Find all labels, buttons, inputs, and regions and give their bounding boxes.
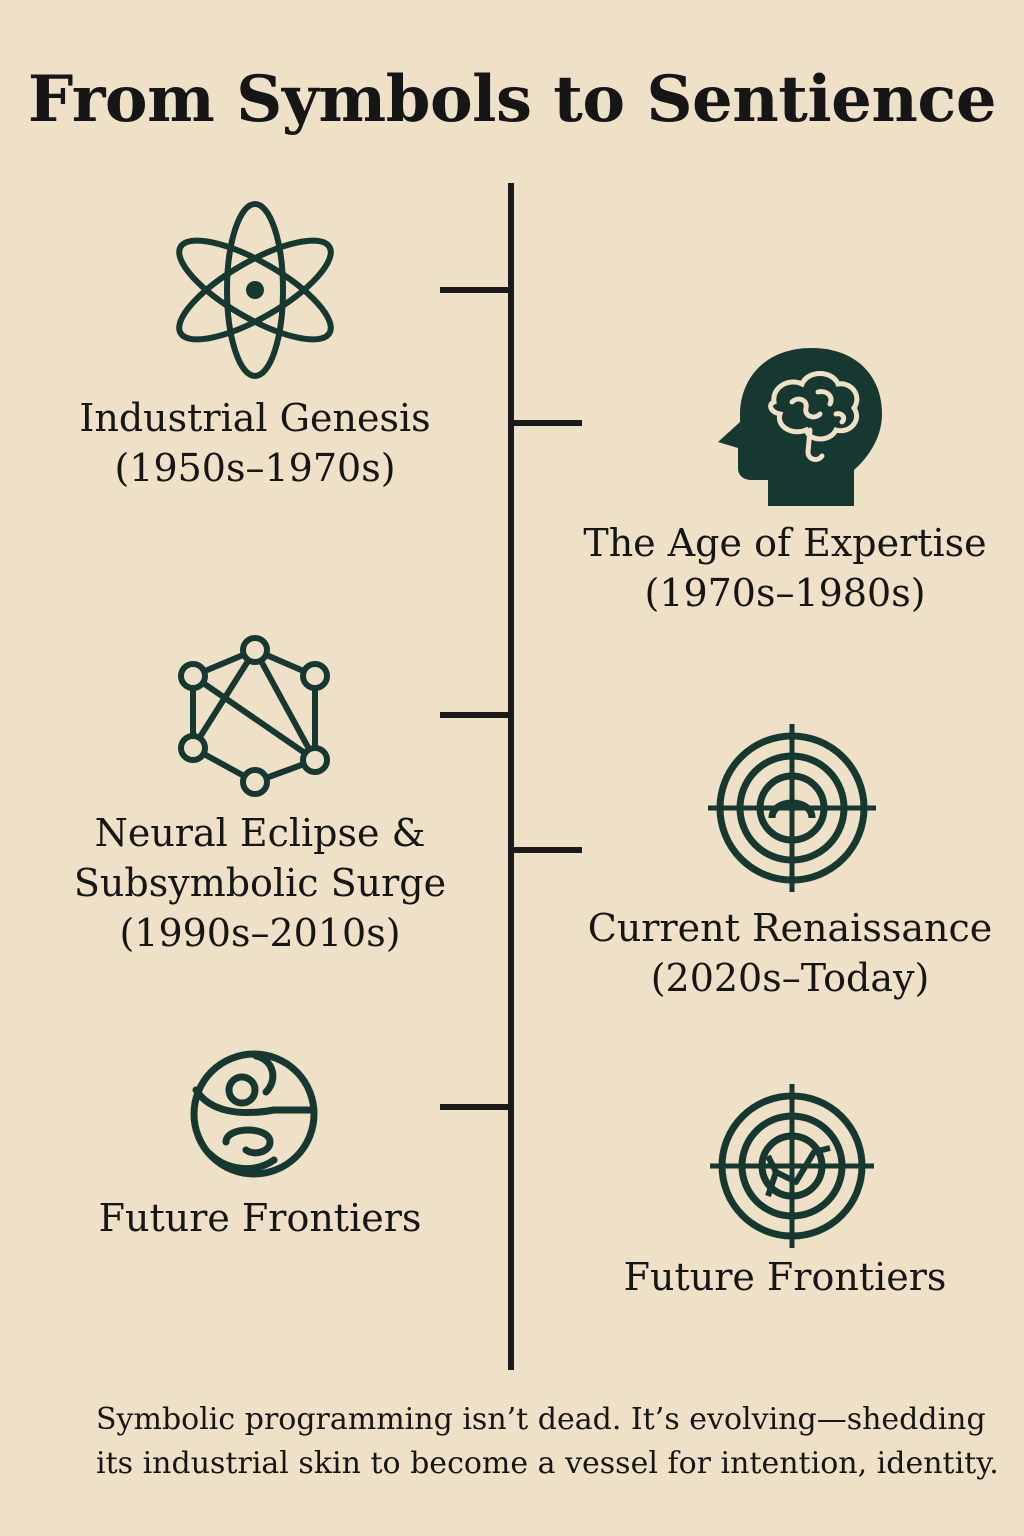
milestone-label-industrial-genesis: Industrial Genesis (1950s–1970s) [40,393,470,493]
timeline-tick-4 [512,847,582,853]
timeline-tick-2 [512,420,582,426]
milestone-period: (1970s–1980s) [644,571,926,615]
footer-line: its industrial skin to become a vessel f… [96,1446,999,1481]
milestone-period: (1990s–2010s) [119,911,401,955]
milestone-title: Subsymbolic Surge [73,861,447,905]
timeline-tick-1 [440,287,510,293]
figure-circle-icon [170,1030,350,1210]
milestone-title: Current Renaissance [587,906,993,950]
milestone-label-current-renaissance: Current Renaissance (2020s–Today) [560,903,1020,1003]
circuit-crosshair-icon [702,1076,882,1256]
target-crosshair-icon [702,718,882,898]
milestone-title: Future Frontiers [98,1196,422,1240]
milestone-title: Future Frontiers [623,1255,947,1299]
brain-head-icon [712,330,892,510]
footer-line: Symbolic programming isn’t dead. It’s ev… [96,1402,986,1437]
timeline-tick-3 [440,712,510,718]
timeline-tick-5 [440,1104,510,1110]
timeline-spine [508,183,514,1370]
page-title: From Symbols to Sentience [27,62,997,137]
milestone-period: (1950s–1970s) [114,446,396,490]
milestone-period: (2020s–Today) [650,956,930,1000]
milestone-label-future-frontiers-left: Future Frontiers [40,1193,480,1243]
footer-caption: Symbolic programming isn’t dead. It’s ev… [96,1398,999,1486]
network-graph-icon [165,630,345,810]
milestone-label-age-of-expertise: The Age of Expertise (1970s–1980s) [560,518,1010,618]
milestone-label-future-frontiers-right: Future Frontiers [560,1252,1010,1302]
milestone-title: Neural Eclipse & [94,811,426,855]
atom-icon [165,200,345,380]
milestone-label-neural-eclipse: Neural Eclipse & Subsymbolic Surge (1990… [40,808,480,958]
milestone-title: The Age of Expertise [583,521,987,565]
milestone-title: Industrial Genesis [79,396,431,440]
